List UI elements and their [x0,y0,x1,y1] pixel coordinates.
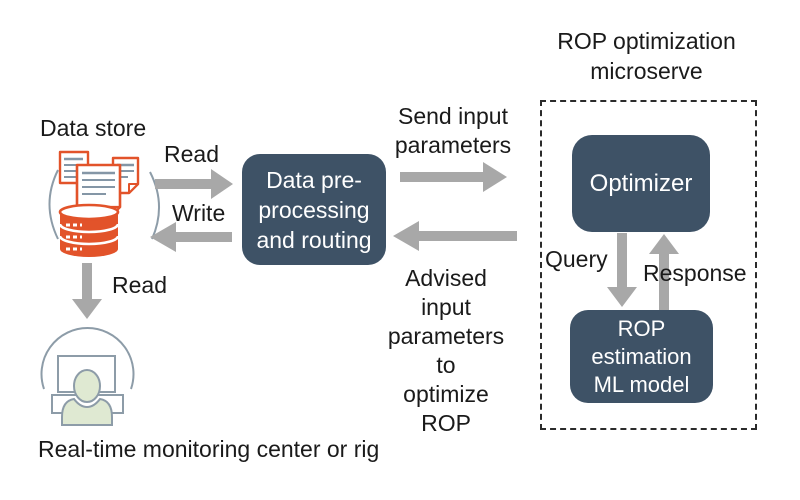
advised-parameters-label-line2: parameters to [387,323,505,378]
advised-parameters-label-line3: optimize ROP [403,381,489,436]
read-arrow-right-icon [155,169,233,199]
microservice-title-line2: microserve [590,58,703,84]
query-arrow-down-icon [607,233,637,307]
advised-parameters-label-line1: Advised input [405,265,487,320]
advised-arrow-left-icon [393,221,517,251]
response-arrow-up-icon [649,234,679,310]
read-monitor-label: Read [112,272,167,298]
person-at-monitor-icon [40,327,135,426]
microservice-title: ROP optimization microserve [540,26,753,86]
ml-model-node-line2: estimation [591,343,692,369]
data-store-label: Data store [40,115,147,141]
preprocessing-node-line3: and routing [256,226,372,253]
ml-model-node: ROP estimation ML model [570,310,713,403]
query-label: Query [545,246,608,272]
preprocessing-node-line1: Data pre- [266,166,362,193]
microservice-title-line1: ROP optimization [557,28,736,54]
microservice-container [540,100,757,430]
write-arrow-left-icon [150,222,232,252]
monitoring-caption: Real-time monitoring center or rig [38,436,380,462]
optimizer-node: Optimizer [572,135,710,232]
send-parameters-label: Send input parameters [388,102,518,160]
send-parameters-label-line2: parameters [394,132,512,158]
ml-model-node-line3: ML model [593,371,690,397]
write-store-label: Write [172,200,226,226]
send-parameters-label-line1: Send input [398,103,508,129]
database-documents-icon [48,150,161,257]
response-label: Response [643,260,747,286]
preprocessing-node-line2: processing [258,196,370,223]
send-arrow-right-icon [400,162,507,192]
read-store-label: Read [164,141,219,167]
ml-model-node-line1: ROP [617,315,666,341]
optimizer-node-label: Optimizer [589,169,693,197]
advised-parameters-label: Advised input parameters to optimize ROP [380,264,512,438]
read-monitor-arrow-down-icon [72,263,102,319]
preprocessing-node: Data pre- processing and routing [242,154,386,265]
